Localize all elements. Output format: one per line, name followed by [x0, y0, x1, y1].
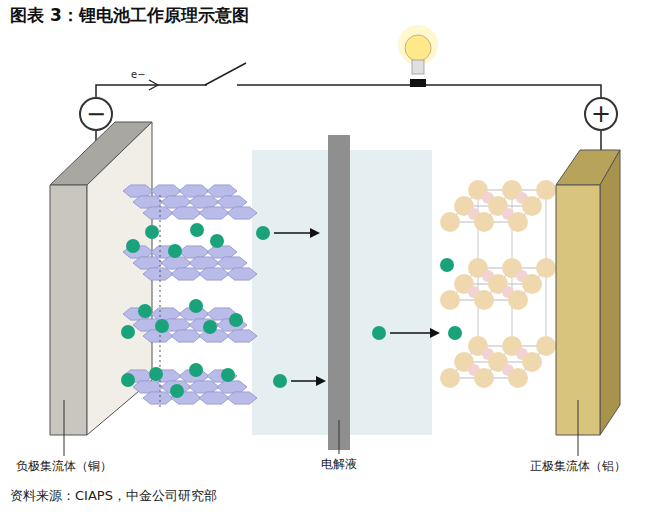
metal-oxide-atom [508, 290, 528, 310]
wire-path [96, 85, 601, 97]
graphite-hexagon [171, 207, 201, 219]
lithium-ion [440, 258, 454, 272]
graphite-hexagon [199, 392, 229, 404]
lithium-ion [121, 373, 135, 387]
graphite-hexagon [161, 196, 191, 208]
terminal-circle: + [584, 97, 618, 131]
graphite-hexagon [133, 381, 163, 393]
switch-lever [205, 63, 246, 85]
metal-oxide-atom [440, 368, 460, 388]
lithium-ion [121, 325, 135, 339]
leader-line [578, 400, 579, 456]
terminal-circle: − [79, 97, 113, 131]
light-bulb [398, 25, 438, 87]
lattice-line [546, 268, 547, 346]
metal-oxide-atom [508, 368, 528, 388]
lattice-line [546, 190, 547, 268]
electron-label: e− [131, 69, 146, 80]
lithium-ion [221, 368, 235, 382]
graphite-hexagon [207, 185, 237, 197]
circuit-wire [96, 80, 601, 97]
lithium-ion [126, 239, 140, 253]
lithium-ion-arrows [256, 226, 440, 388]
lithium-ion [170, 384, 184, 398]
graphite-hexagon [199, 207, 229, 219]
graphite-hexagon [123, 185, 153, 197]
lithium-ion [149, 367, 163, 381]
terminal-sign: + [591, 102, 611, 126]
metal-oxide-atom [536, 258, 556, 278]
cathode-lattice [440, 180, 556, 388]
figure-title: 图表 3：锂电池工作原理示意图 [10, 4, 249, 27]
lithium-ion [210, 234, 224, 248]
graphite-hexagon [179, 246, 209, 258]
graphite-hexagon [207, 246, 237, 258]
graphite-hexagon [227, 268, 257, 280]
graphite-hexagon [179, 185, 209, 197]
metal-oxide-atom [440, 212, 460, 232]
lithium-ion [138, 304, 152, 318]
metal-oxide-atom [536, 336, 556, 356]
graphite-hexagon [151, 308, 181, 320]
metal-oxide-atom [474, 212, 494, 232]
part-label: 电解液 [321, 456, 357, 473]
graphite-hexagon [133, 257, 163, 269]
graphite-hexagon [143, 207, 173, 219]
lithium-ion [189, 299, 203, 313]
part-label: 负极集流体（铜） [16, 458, 112, 475]
graphite-hexagon [227, 207, 257, 219]
graphite-hexagon [189, 196, 219, 208]
graphite-hexagon [227, 392, 257, 404]
graphite-hexagon [189, 257, 219, 269]
lithium-ion [203, 320, 217, 334]
lithium-ion [155, 319, 169, 333]
graphite-hexagon [143, 268, 173, 280]
graphite-hexagon [171, 268, 201, 280]
graphite-hexagon [151, 185, 181, 197]
graphite-anode [121, 185, 257, 410]
part-label: 正极集流体（铝） [530, 458, 626, 475]
metal-oxide-atom [522, 352, 542, 372]
lithium-ion [229, 313, 243, 327]
separator [328, 135, 350, 450]
terminal-sign: − [86, 102, 106, 126]
graphite-hexagon [217, 381, 247, 393]
lithium-ion [145, 225, 159, 239]
graphite-hexagon [227, 330, 257, 342]
leader-line [339, 420, 340, 454]
metal-oxide-atom [522, 196, 542, 216]
graphite-hexagon [217, 196, 247, 208]
current-arrowhead [149, 80, 158, 90]
graphite-hexagon [143, 392, 173, 404]
metal-oxide-atom [440, 290, 460, 310]
metal-oxide-atom [474, 290, 494, 310]
positive-collector [556, 150, 620, 435]
graphite-hexagon [189, 381, 219, 393]
graphite-hexagon [171, 330, 201, 342]
metal-oxide-atom [536, 180, 556, 200]
graphite-hexagon [217, 257, 247, 269]
lithium-ion [189, 363, 203, 377]
graphite-hexagon [199, 268, 229, 280]
lithium-ion [190, 223, 204, 237]
metal-oxide-atom [508, 212, 528, 232]
graphite-hexagon [133, 196, 163, 208]
source-caption: 资料来源：CIAPS，中金公司研究部 [10, 487, 217, 505]
graphite-hexagon [161, 257, 191, 269]
metal-oxide-atom [474, 368, 494, 388]
metal-oxide-atom [522, 274, 542, 294]
leader-line [64, 400, 65, 456]
lithium-ion [448, 326, 462, 340]
lithium-ion [168, 244, 182, 258]
